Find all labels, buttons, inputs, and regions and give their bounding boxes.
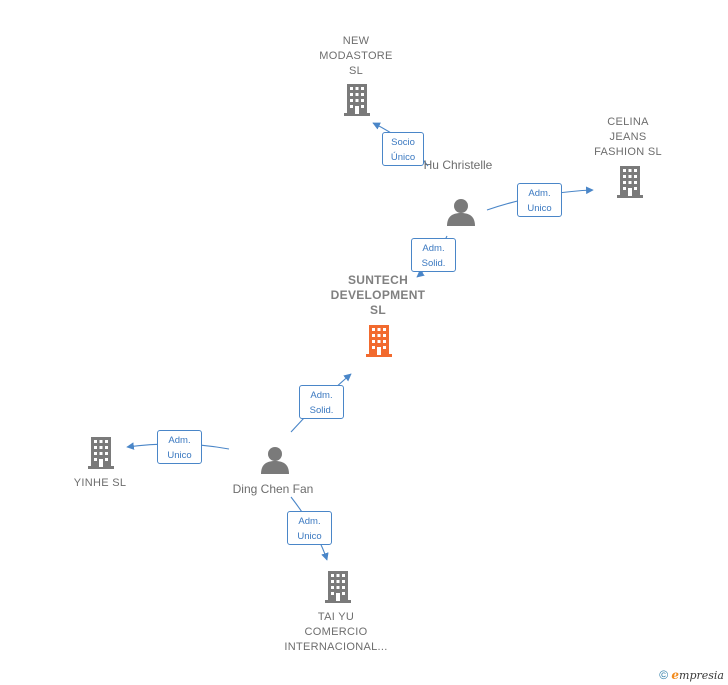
edge-label-ding-to-suntech: Adm. Solid. (299, 385, 344, 419)
brand-name: mpresia (679, 669, 724, 682)
building-icon-new-modastore[interactable] (344, 84, 370, 116)
node-label-new-modastore[interactable]: NEW MODASTORE SL (319, 35, 393, 77)
footer-brand[interactable]: © empresia (659, 668, 724, 682)
edge-label-ding-to-yinhe: Adm. Unico (157, 430, 202, 464)
node-label-celina-jeans[interactable]: CELINA JEANS FASHION SL (594, 116, 662, 158)
building-icon-yinhe[interactable] (88, 437, 114, 469)
node-label-yinhe[interactable]: YINHE SL (73, 477, 127, 489)
node-label-tai-yu[interactable]: TAI YU COMERCIO INTERNACIONAL... (284, 611, 388, 653)
copyright-icon: © (659, 668, 669, 682)
building-icon-suntech[interactable] (366, 325, 392, 357)
person-label-hu-christelle[interactable]: Hu Christelle (423, 158, 493, 172)
building-icon-tai-yu[interactable] (325, 571, 351, 603)
edge-label-hu-to-suntech: Adm. Solid. (411, 238, 456, 272)
person-icon-ding-chen-fan[interactable] (261, 447, 289, 474)
node-label-suntech[interactable]: SUNTECH DEVELOPMENT SL (330, 273, 426, 317)
person-icon-hu-christelle[interactable] (447, 199, 475, 226)
edge-label-hu-to-modastore: Socio Único (382, 132, 424, 166)
edge-label-ding-to-taiyu: Adm. Unico (287, 511, 332, 545)
edge-label-hu-to-celina: Adm. Unico (517, 183, 562, 217)
building-icon-celina-jeans[interactable] (617, 166, 643, 198)
brand-initial: e (671, 668, 680, 682)
person-label-ding-chen-fan[interactable]: Ding Chen Fan (232, 482, 314, 496)
